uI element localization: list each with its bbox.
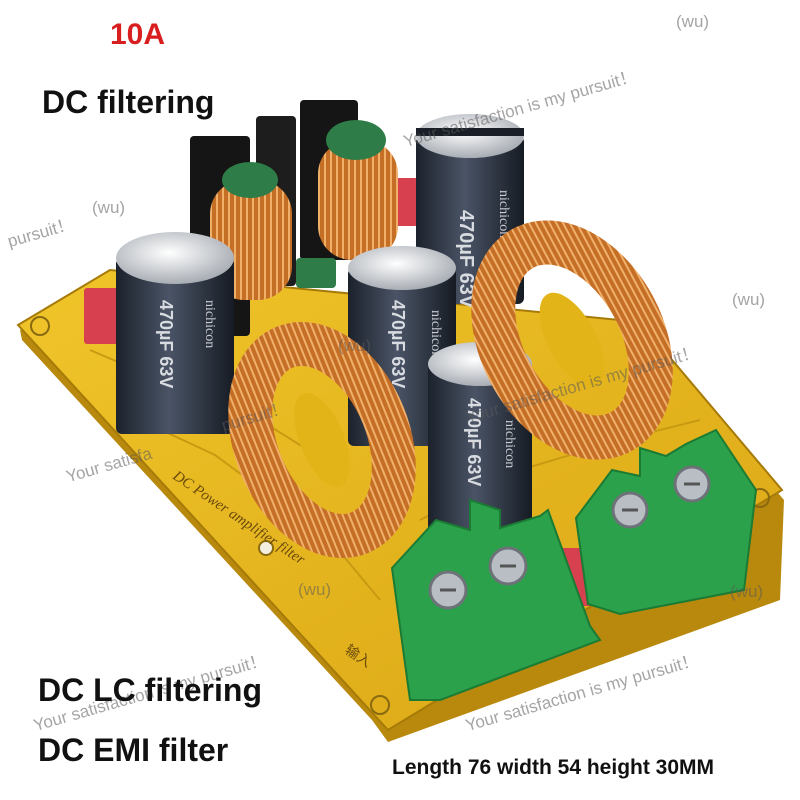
capacitor-brand-3: nichicon <box>428 310 443 358</box>
toroidal-inductors <box>228 220 673 558</box>
lc-filter-label: DC LC filtering <box>38 672 262 708</box>
watermark-tag-4: (wu) <box>338 336 372 355</box>
capacitor-left <box>116 232 234 434</box>
capacitor-rating-label-2: 470µF 63V <box>156 300 176 388</box>
capacitor-brand-1: nichicon <box>496 190 511 238</box>
capacitor-rating-label-1: 470µF 63V <box>455 210 477 309</box>
watermark-tag-5: (wu) <box>298 580 332 599</box>
terminal-block-back <box>574 428 758 616</box>
main-title: DC filtering <box>42 84 215 120</box>
watermark-tag-2: (wu) <box>92 198 126 217</box>
electrolytic-capacitors: 470µF 63V 470µF 63V 470µF 63V 470µF 63V … <box>116 114 532 544</box>
terminal-blocks <box>390 428 758 701</box>
watermark-tag-3: (wu) <box>732 290 766 309</box>
watermark-tag-6: (wu) <box>730 582 764 601</box>
capacitor-rating-label-4: 470µF 63V <box>464 398 484 486</box>
watermark-tag-1: (wu) <box>676 12 710 31</box>
current-rating: 10A <box>110 18 166 51</box>
dimensions-label: Length 76 width 54 height 30MM <box>392 756 715 779</box>
toroid-left <box>228 322 416 558</box>
terminal-block-front <box>390 498 602 701</box>
emi-filter-label: DC EMI filter <box>38 732 229 768</box>
toroid-right <box>471 220 673 460</box>
capacitor-brand-2: nichicon <box>202 300 217 348</box>
capacitor-rating-label-3: 470µF 63V <box>388 300 408 388</box>
capacitor-brand-4: nichicon <box>502 420 517 468</box>
